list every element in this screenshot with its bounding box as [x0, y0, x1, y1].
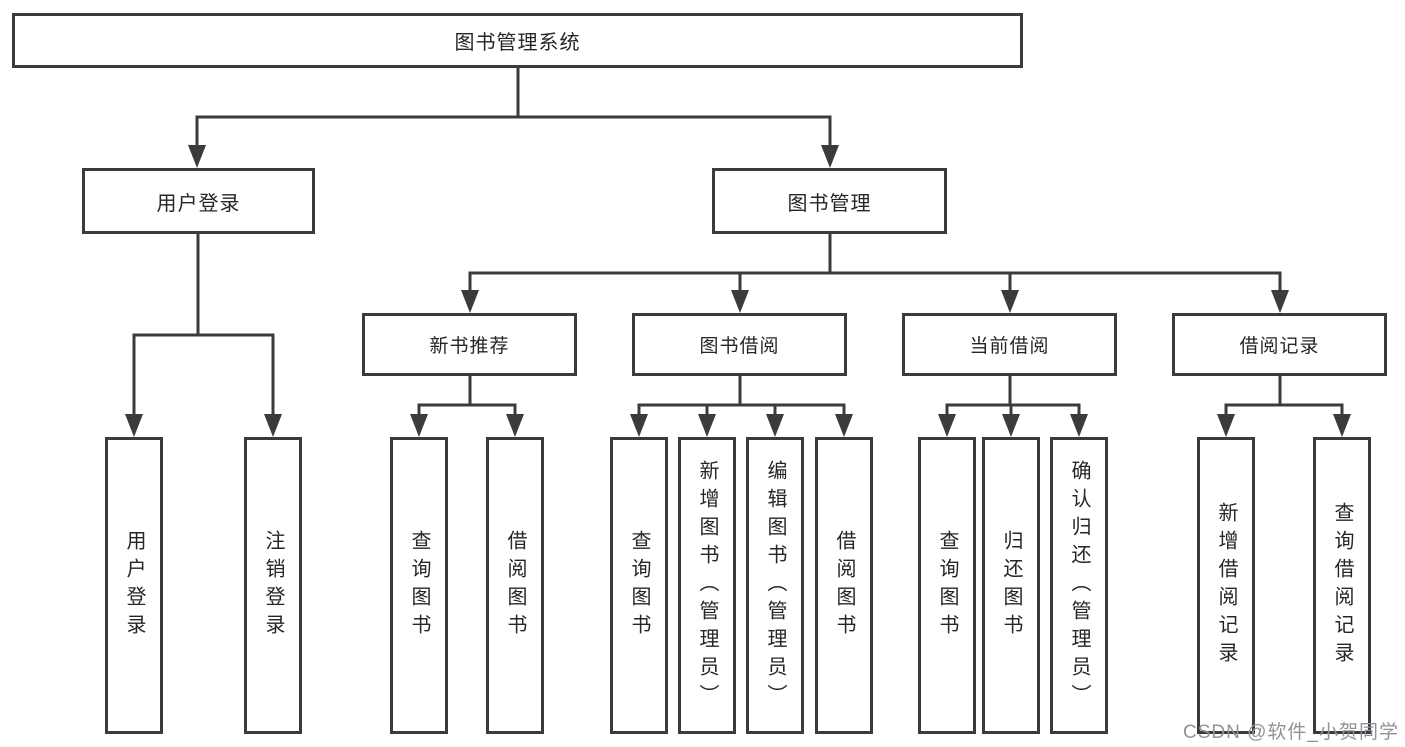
arrowhead-icon: [1001, 290, 1019, 313]
node-query-books-borrow: 查询图书: [610, 437, 668, 734]
arrowhead-icon: [630, 414, 648, 437]
node-label-query-books-new: 查询图书: [408, 529, 430, 642]
node-label-book-borrow: 图书借阅: [699, 336, 780, 357]
arrowhead-icon: [188, 145, 206, 168]
node-borrow-books-borrow: 借阅图书: [815, 437, 873, 734]
node-label-confirm-return-admin: 确认归还（管理员）: [1068, 459, 1090, 712]
node-return-books: 归还图书: [982, 437, 1040, 734]
node-edit-books-admin: 编辑图书（管理员）: [746, 437, 804, 734]
node-query-books-new: 查询图书: [390, 437, 448, 734]
node-label-logout-leaf: 注销登录: [262, 529, 284, 642]
node-label-root: 图书管理系统: [454, 32, 581, 54]
arrowhead-icon: [821, 145, 839, 168]
node-label-query-books-current: 查询图书: [936, 529, 958, 642]
arrowhead-icon: [410, 414, 428, 437]
arrowhead-icon: [1333, 414, 1351, 437]
node-label-query-borrow-record: 查询借阅记录: [1331, 501, 1353, 670]
node-query-borrow-record: 查询借阅记录: [1313, 437, 1371, 734]
node-label-new-book-rec: 新书推荐: [429, 336, 510, 357]
arrowhead-icon: [506, 414, 524, 437]
node-borrow-records: 借阅记录: [1172, 313, 1387, 376]
node-add-books-admin: 新增图书（管理员）: [678, 437, 736, 734]
node-book-borrow: 图书借阅: [632, 313, 847, 376]
node-label-user-login: 用户登录: [156, 192, 241, 215]
node-add-borrow-record: 新增借阅记录: [1197, 437, 1255, 734]
arrowhead-icon: [125, 414, 143, 437]
node-label-add-borrow-record: 新增借阅记录: [1215, 501, 1237, 670]
arrowhead-icon: [264, 414, 282, 437]
arrowhead-icon: [461, 290, 479, 313]
arrowhead-icon: [835, 414, 853, 437]
arrowhead-icon: [938, 414, 956, 437]
arrowhead-icon: [766, 414, 784, 437]
node-label-edit-books-admin: 编辑图书（管理员）: [764, 459, 786, 712]
node-user-login-leaf: 用户登录: [105, 437, 163, 734]
node-label-borrow-records: 借阅记录: [1239, 336, 1320, 357]
node-current-borrow: 当前借阅: [902, 313, 1117, 376]
node-label-borrow-books-new: 借阅图书: [504, 529, 526, 642]
node-label-borrow-books-borrow: 借阅图书: [833, 529, 855, 642]
node-book-mgmt: 图书管理: [712, 168, 947, 234]
node-label-return-books: 归还图书: [1000, 529, 1022, 642]
node-borrow-books-new: 借阅图书: [486, 437, 544, 734]
arrowhead-icon: [698, 414, 716, 437]
node-label-book-mgmt: 图书管理: [787, 192, 872, 215]
node-root: 图书管理系统: [12, 13, 1023, 68]
node-user-login: 用户登录: [82, 168, 315, 234]
node-label-query-books-borrow: 查询图书: [628, 529, 650, 642]
node-confirm-return-admin: 确认归还（管理员）: [1050, 437, 1108, 734]
node-logout-leaf: 注销登录: [244, 437, 302, 734]
node-query-books-current: 查询图书: [918, 437, 976, 734]
node-new-book-rec: 新书推荐: [362, 313, 577, 376]
arrowhead-icon: [1002, 414, 1020, 437]
node-label-add-books-admin: 新增图书（管理员）: [696, 459, 718, 712]
arrowhead-icon: [731, 290, 749, 313]
node-label-user-login-leaf: 用户登录: [123, 529, 145, 642]
node-label-current-borrow: 当前借阅: [969, 336, 1050, 357]
arrowhead-icon: [1217, 414, 1235, 437]
arrowhead-icon: [1070, 414, 1088, 437]
arrowhead-icon: [1271, 290, 1289, 313]
